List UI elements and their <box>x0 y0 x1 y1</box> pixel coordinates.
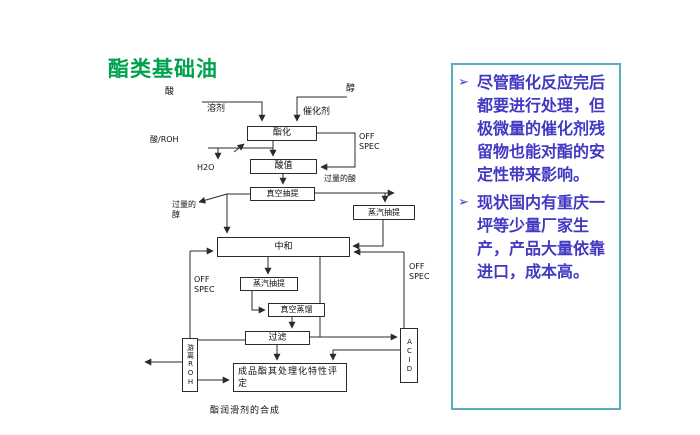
bullet-text: 现状国内有重庆一坪等少量厂家生产，产品大量依靠进口，成本高。 <box>477 193 606 281</box>
label-off-spec-top: OFF SPEC <box>359 132 380 151</box>
box-acid-value: 酸值 <box>250 159 317 174</box>
label-solvent: 溶剂 <box>207 104 226 114</box>
edge-feed-alcohol-catalyst <box>293 96 347 122</box>
box-steam-extraction-bottom: 蒸汽抽提 <box>240 277 298 291</box>
label-acid: 酸 <box>165 87 175 97</box>
box-vacuum-distillation: 真空蒸馏 <box>268 303 325 317</box>
diagram-caption: 酯润滑剂的合成 <box>210 406 281 416</box>
box-acid-tank: ACID <box>400 328 418 383</box>
box-free-roh: 游离ROH <box>182 338 198 392</box>
bullet-item: ➢ 尽管酯化反应完后都要进行处理，但极微量的催化剂残留物也能对酯的安定性带来影响… <box>458 71 616 186</box>
box-neutralization: 中和 <box>217 237 350 257</box>
label-alcohol: 醇 <box>346 84 356 94</box>
bullet-arrow-icon: ➢ <box>458 75 469 90</box>
label-excess-alcohol: 过量的 醇 <box>172 200 196 219</box>
label-acid-roh: 酸/ROH <box>150 135 179 144</box>
notes-panel: ➢ 尽管酯化反应完后都要进行处理，但极微量的催化剂残留物也能对酯的安定性带来影响… <box>451 63 621 410</box>
edge-steambottom-vacuumdist <box>251 291 266 314</box>
bullet-text: 尽管酯化反应完后都要进行处理，但极微量的催化剂残留物也能对酯的安定性带来影响。 <box>477 73 606 184</box>
slide-title: 酯类基础油 <box>108 57 218 81</box>
label-off-spec-left: OFF SPEC <box>194 275 215 294</box>
edge-steamright-to-neutralization <box>352 220 384 250</box>
edge-excess-alcohol-out <box>198 193 228 204</box>
box-filtration: 过滤 <box>245 331 310 345</box>
box-steam-extraction-right: 蒸汽抽提 <box>353 205 415 220</box>
edge-recycle-return <box>233 143 245 153</box>
edge-acidtank-evaluation <box>329 349 400 361</box>
edge-vacuum-to-neutralization <box>223 193 250 234</box>
edge-feed-acid-solvent <box>202 101 266 122</box>
box-vacuum-extraction: 真空抽提 <box>250 187 315 201</box>
label-off-spec-right: OFF SPEC <box>409 262 430 281</box>
bullet-item: ➢ 现状国内有重庆一坪等少量厂家生产，产品大量依靠进口，成本高。 <box>458 191 616 283</box>
label-h2o: H2O <box>197 163 215 172</box>
edge-offspec-loop-top <box>317 132 356 171</box>
box-evaluation: 成品酯其处理化特性评定 <box>233 363 347 392</box>
box-esterification: 酯化 <box>247 126 317 141</box>
bullet-arrow-icon: ➢ <box>458 195 469 210</box>
label-excess-acid: 过量的酸 <box>324 174 356 183</box>
label-catalyst: 催化剂 <box>303 107 331 117</box>
